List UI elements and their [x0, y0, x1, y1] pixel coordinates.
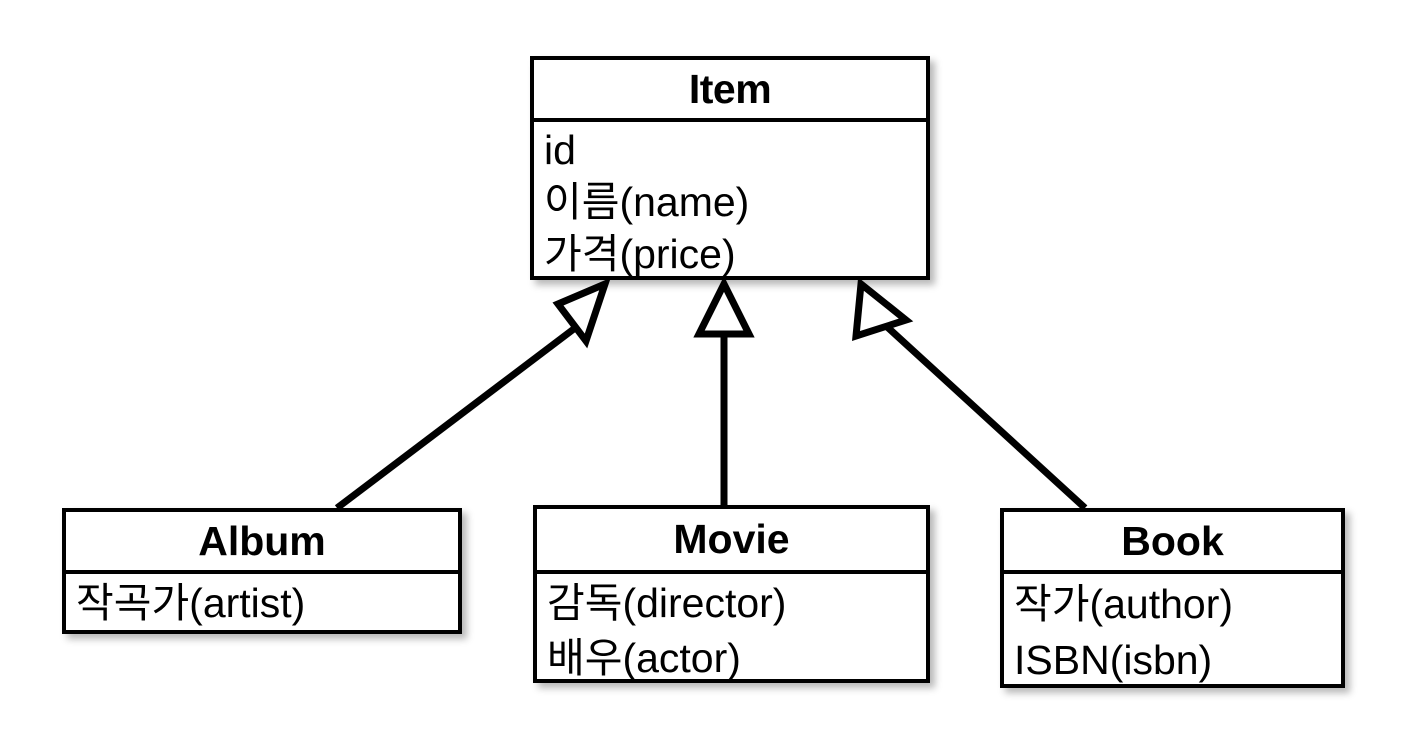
attribute-row: 배우(actor)	[547, 635, 741, 681]
class-attributes-movie: 감독(director) 배우(actor)	[537, 570, 926, 687]
class-box-book[interactable]: Book 작가(author) ISBN(isbn)	[1000, 508, 1345, 688]
class-name-book: Book	[1121, 517, 1224, 564]
edge-movie-to-item-arrowhead	[693, 276, 755, 338]
attribute-row: 작가(author)	[1014, 581, 1233, 627]
edge-book-to-item-arrowhead	[852, 277, 914, 341]
class-attributes-album: 작곡가(artist)	[66, 570, 458, 638]
edge-album-to-item-line	[334, 319, 586, 511]
class-name-album: Album	[198, 517, 326, 564]
class-box-movie[interactable]: Movie 감독(director) 배우(actor)	[533, 505, 930, 683]
edge-movie-to-item	[693, 276, 755, 505]
attribute-row: 감독(director)	[547, 580, 787, 626]
attribute-row: 이름(name)	[544, 179, 750, 225]
attribute-row: 가격(price)	[544, 231, 736, 277]
class-box-album[interactable]: Album 작곡가(artist)	[62, 508, 462, 634]
class-box-item[interactable]: Item id 이름(name) 가격(price)	[530, 56, 930, 280]
edge-album-to-item	[334, 277, 611, 511]
attribute-row: id	[544, 127, 576, 173]
class-attributes-book: 작가(author) ISBN(isbn)	[1004, 570, 1341, 692]
edge-book-to-item-line	[881, 321, 1088, 511]
class-attributes-item: id 이름(name) 가격(price)	[534, 118, 926, 280]
edge-book-to-item	[852, 277, 1088, 511]
class-name-movie: Movie	[673, 516, 790, 562]
attribute-row: 작곡가(artist)	[76, 580, 306, 626]
edge-album-to-item-arrowhead	[552, 277, 611, 349]
attribute-row: ISBN(isbn)	[1014, 637, 1213, 683]
class-name-item: Item	[688, 65, 772, 112]
